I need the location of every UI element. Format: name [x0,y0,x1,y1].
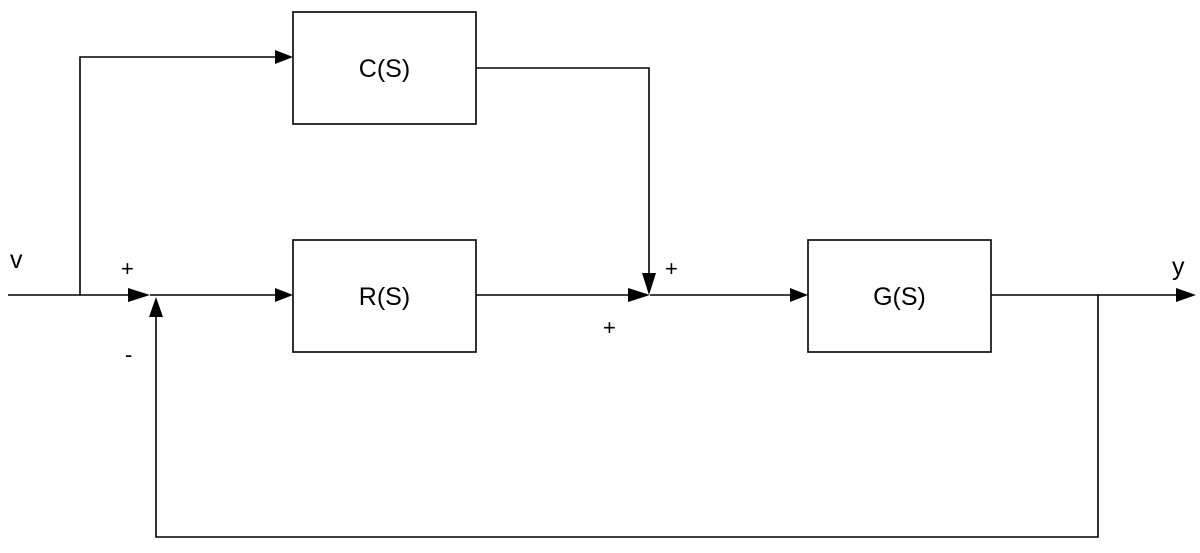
junction1-input-sign: + [121,256,134,281]
junction2-main-sign: + [603,315,616,340]
block-g-label: G(S) [873,283,926,311]
junction1-to-r-arrowhead [275,288,293,302]
junction1-feedback-sign: - [125,342,132,367]
block-c-label: C(S) [359,55,410,83]
c-to-junction2-arrowhead [642,273,656,295]
output-signal-label: y [1172,253,1185,281]
output-arrowhead [1176,288,1196,302]
feedback-line [155,295,1099,538]
junction2-to-g-arrowhead [790,288,808,302]
r-to-junction2-arrowhead [628,288,650,302]
block-c-box [292,11,477,125]
input-signal-label: v [10,246,23,274]
block-r-box [292,239,477,353]
c-to-junction2-line [476,67,650,280]
block-g-box [807,239,992,353]
input-arrowhead [128,288,150,302]
feedforward-to-c-line [79,56,280,295]
block-c[interactable]: C(S) [292,11,477,125]
feedback-arrowhead [149,297,163,317]
junction2-feedforward-sign: + [665,256,678,281]
block-g[interactable]: G(S) [807,239,992,353]
feedforward-to-c-arrowhead [275,50,293,64]
block-r[interactable]: R(S) [292,239,477,353]
block-r-label: R(S) [359,283,410,311]
